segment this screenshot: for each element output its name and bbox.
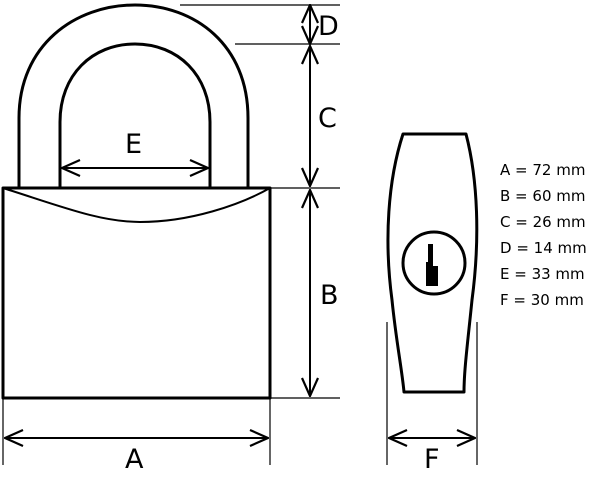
dimension-label-c: C	[318, 103, 337, 134]
padlock-shackle	[17, 3, 250, 190]
spec-line-f: F = 30 mm	[500, 291, 584, 309]
spec-line-c: C = 26 mm	[500, 213, 586, 231]
dimension-label-f: F	[424, 444, 440, 475]
dimension-labels: D C E B A F	[125, 11, 440, 475]
dimension-label-b: B	[320, 280, 339, 311]
dimension-label-a: A	[125, 444, 144, 475]
keyhole-icon	[401, 230, 467, 296]
spec-line-b: B = 60 mm	[500, 187, 585, 205]
spec-line-e: E = 33 mm	[500, 265, 585, 283]
spec-line-a: A = 72 mm	[500, 161, 585, 179]
padlock-side-view	[386, 132, 479, 394]
dimension-label-e: E	[125, 129, 142, 160]
dimension-label-d: D	[318, 11, 339, 42]
dimension-arrows	[5, 5, 475, 438]
padlock-body	[1, 186, 272, 400]
specification-list: A = 72 mm B = 60 mm C = 26 mm D = 14 mm …	[500, 161, 587, 309]
spec-line-d: D = 14 mm	[500, 239, 587, 257]
